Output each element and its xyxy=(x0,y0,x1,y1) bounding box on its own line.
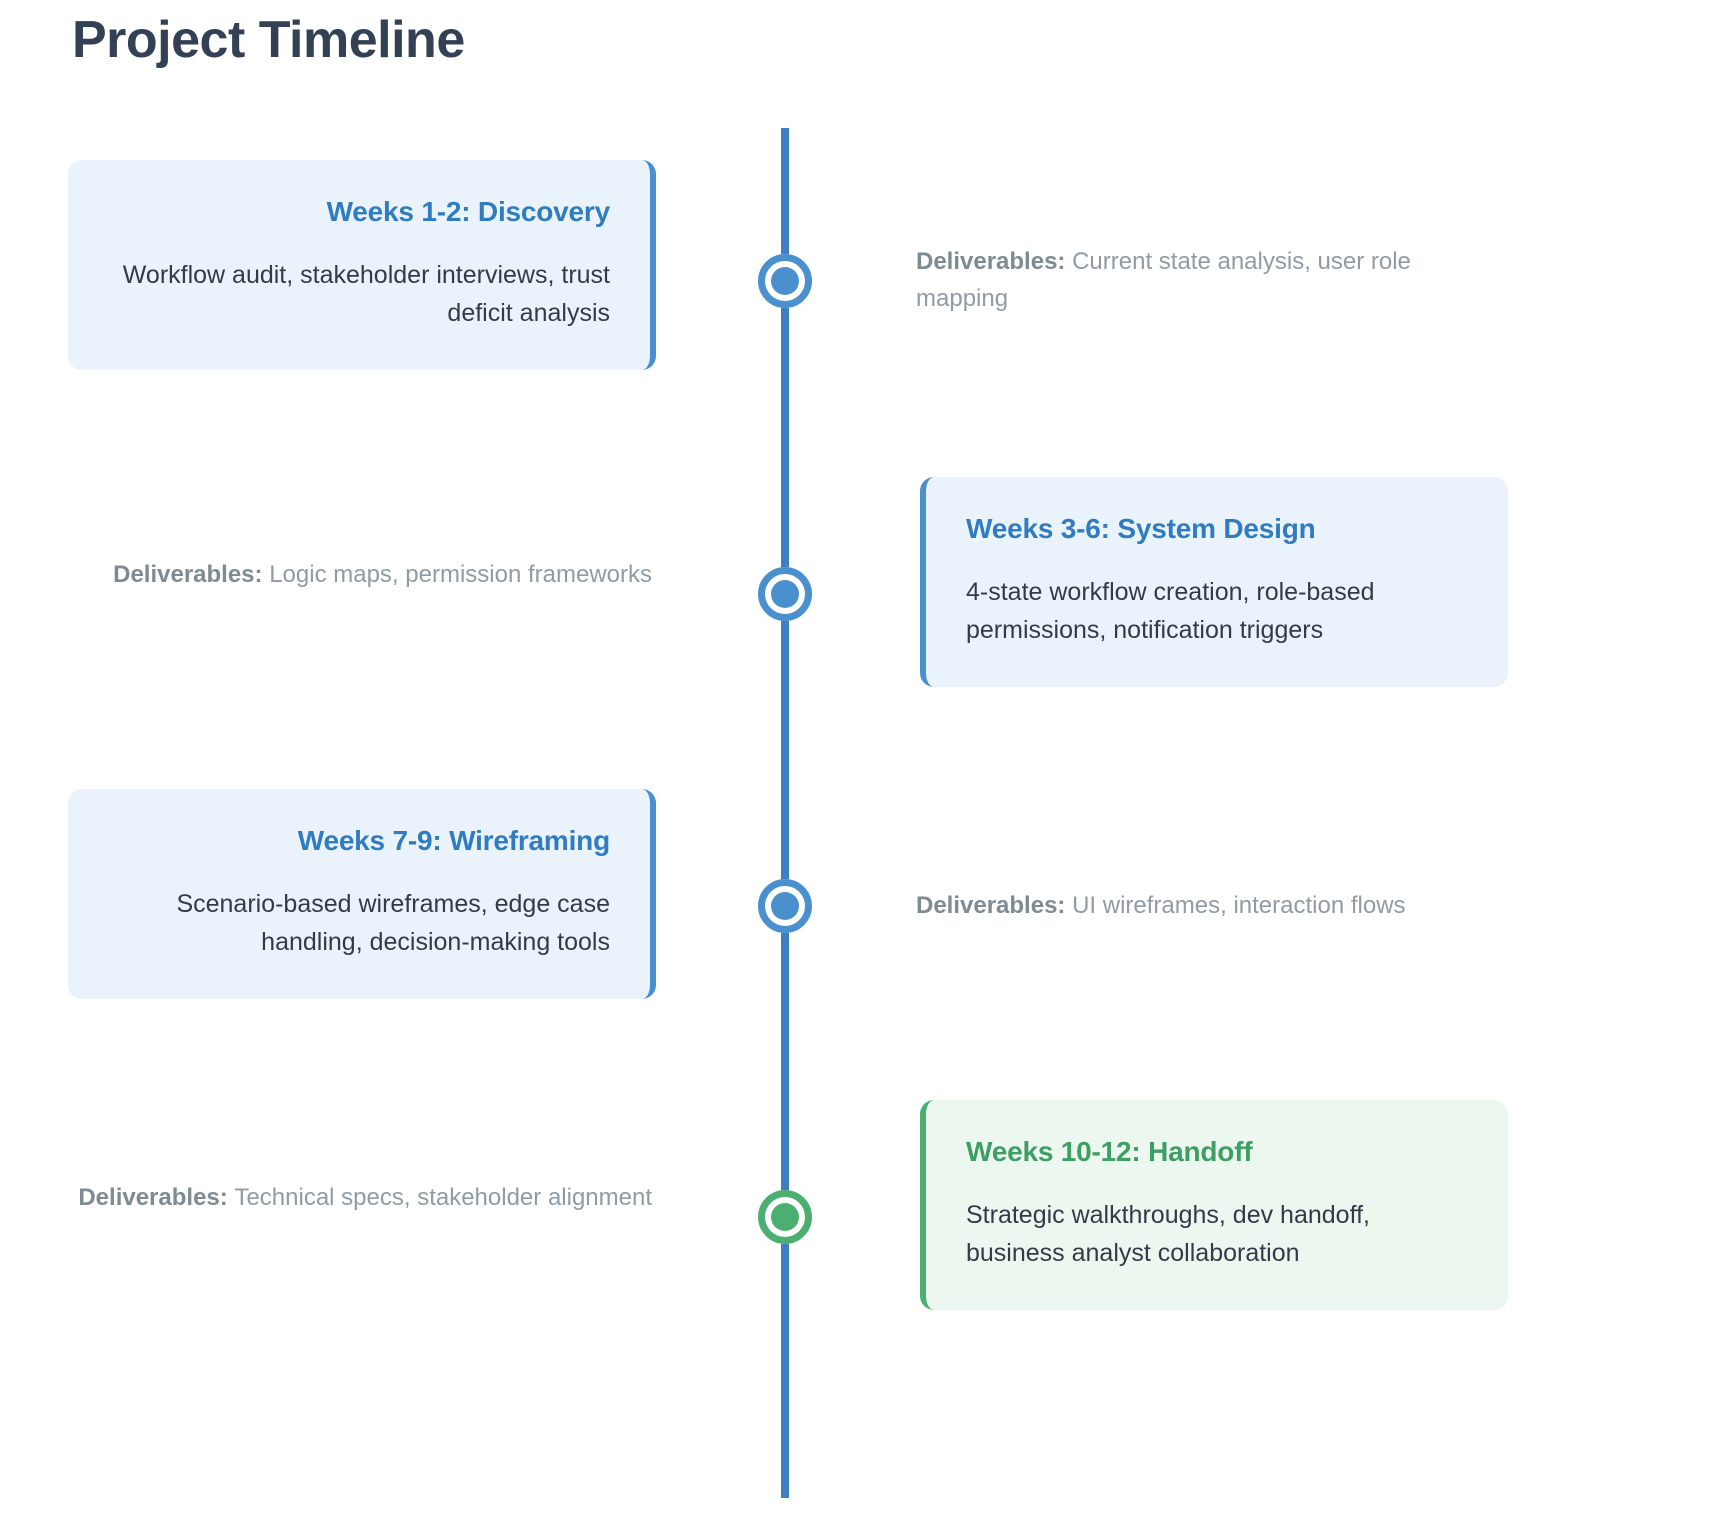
milestone-description: 4-state workflow creation, role-based pe… xyxy=(966,578,1375,645)
node-core-icon xyxy=(771,267,799,295)
timeline-node-4[interactable] xyxy=(758,1190,812,1244)
milestone-description: Scenario-based wireframes, edge case han… xyxy=(176,890,610,957)
deliverables-text: UI wireframes, interaction flows xyxy=(1072,892,1406,919)
milestone-card-discovery[interactable]: Weeks 1-2: Discovery Workflow audit, sta… xyxy=(68,160,656,371)
node-core-icon xyxy=(771,892,799,920)
deliverables-text: Current state analysis, user role mappin… xyxy=(916,248,1411,312)
deliverables-system-design: Deliverables: Logic maps, permission fra… xyxy=(62,557,652,594)
timeline-node-1[interactable] xyxy=(758,254,812,308)
milestone-card-handoff[interactable]: Weeks 10-12: Handoff Strategic walkthrou… xyxy=(920,1100,1508,1311)
deliverables-text: Technical specs, stakeholder alignment xyxy=(234,1184,652,1211)
deliverables-discovery: Deliverables: Current state analysis, us… xyxy=(916,244,1506,318)
milestone-title: Weeks 3-6: System Design xyxy=(966,513,1316,544)
milestone-card-wireframing[interactable]: Weeks 7-9: Wireframing Scenario-based wi… xyxy=(68,789,656,1000)
node-ring-icon xyxy=(758,254,812,308)
deliverables-text: Logic maps, permission frameworks xyxy=(269,561,652,588)
milestone-description: Strategic walkthroughs, dev handoff, bus… xyxy=(966,1201,1370,1268)
deliverables-wireframing: Deliverables: UI wireframes, interaction… xyxy=(916,888,1506,925)
milestone-title: Weeks 1-2: Discovery xyxy=(326,196,611,227)
milestone-card-system-design[interactable]: Weeks 3-6: System Design 4-state workflo… xyxy=(920,477,1508,688)
deliverables-handoff: Deliverables: Technical specs, stakehold… xyxy=(62,1180,652,1217)
node-core-icon xyxy=(771,1203,799,1231)
deliverables-label: Deliverables: xyxy=(916,892,1073,919)
timeline-node-2[interactable] xyxy=(758,567,812,621)
node-core-icon xyxy=(771,580,799,608)
milestone-title: Weeks 10-12: Handoff xyxy=(966,1136,1253,1167)
page-title: Project Timeline xyxy=(72,11,465,69)
milestone-title: Weeks 7-9: Wireframing xyxy=(297,825,610,856)
deliverables-label: Deliverables: xyxy=(113,561,270,588)
deliverables-label: Deliverables: xyxy=(78,1184,235,1211)
deliverables-label: Deliverables: xyxy=(916,248,1073,275)
timeline-node-3[interactable] xyxy=(758,879,812,933)
milestone-description: Workflow audit, stakeholder interviews, … xyxy=(122,261,610,328)
timeline-spine xyxy=(781,128,789,1498)
